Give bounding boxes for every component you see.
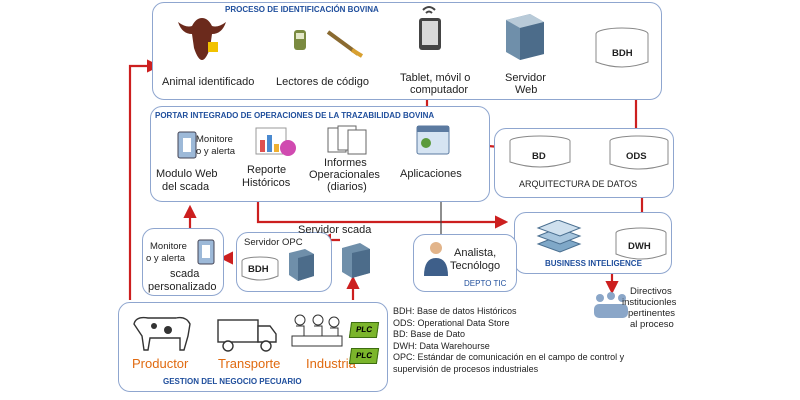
label-servidor-scada: Servidor scada [298,224,372,236]
report-chart-icon [255,127,296,156]
label-monitoreo-web-2: o y alerta [196,146,236,157]
arrow-portar-bi [256,200,509,229]
label-reporte-1: Reporte [247,164,287,176]
label-bdh-top: BDH [612,48,633,59]
database-icon-dwh [615,227,667,260]
database-icon-bd [509,135,571,168]
label-directivos-1: Directivos [630,286,672,297]
legend-item: BDH: Base de datos Históricos [393,306,517,316]
database-icon-ods [609,135,669,170]
label-scada-personalizado-1: scada [170,268,200,280]
label-analista-1: Analista, [454,247,497,259]
label-bdh-opc: BDH [248,264,269,275]
application-window-icon [416,125,450,155]
label-tablet-2: computador [410,84,469,96]
label-monitoreo-scada-2: o y alerta [146,253,186,264]
opc-server-icon [289,249,314,281]
label-servidor-web-2: Web [515,84,538,96]
monitor-alert-icon-web [177,131,197,159]
label-tablet-1: Tablet, móvil o [400,72,471,84]
industry-workers-icon [291,314,343,347]
database-icon-bdh-top [595,27,649,68]
label-monitoreo-scada-1: Monitore [150,241,187,252]
label-servidor-web-1: Servidor [505,72,546,84]
code-reader-icon [294,30,364,58]
legend: BDH: Base de datos Históricos ODS: Opera… [393,306,624,376]
label-dwh: DWH [628,241,651,252]
group-gestion: GESTION DEL NEGOCIO PECUARIO [118,302,388,392]
label-scada-personalizado-2: personalizado [148,281,217,293]
plc-badge-1: PLC [348,322,380,338]
group-title-arquitectura: ARQUITECTURA DE DATOS [519,179,638,189]
legend-item: supervisión de procesos industriales [393,363,539,374]
group-title-proceso: PROCESO DE IDENTIFICACIÓN BOVINA [225,5,379,14]
label-productor: Productor [132,356,189,371]
legend-item: ODS: Operational Data Store [393,317,510,328]
group-title-gestion: GESTION DEL NEGOCIO PECUARIO [163,377,302,386]
label-animal: Animal identificado [162,76,255,88]
label-reporte-2: Históricos [242,177,291,189]
documents-icon [327,125,367,155]
label-modulo-web-2: del scada [162,181,210,193]
group-title-depto: DEPTO TIC [464,279,507,288]
label-directivos-4: al proceso [630,319,674,330]
directors-group-icon [594,292,628,318]
label-lectores: Lectores de código [276,76,369,88]
label-analista-2: Tecnólogo [450,260,501,272]
database-icon-bdh-opc [241,256,279,281]
analyst-person-icon [424,242,448,276]
scada-server-icon [342,243,370,278]
label-bd: BD [532,151,546,162]
group-proceso-identificacion: PROCESO DE IDENTIFICACIÓN BOVINA [152,2,662,100]
transport-truck-icon [217,319,277,352]
arrow-gestion-proceso [128,59,161,300]
label-aplicaciones: Aplicaciones [400,168,462,180]
group-title-portar: PORTAR INTEGRADO DE OPERACIONES DE LA TR… [155,111,435,120]
label-directivos-2: institucionles [622,297,677,308]
web-server-icon [506,14,544,60]
label-industria: Industria [306,356,356,371]
label-informes-1: Informes [324,157,367,169]
label-ods: ODS [626,151,647,162]
tablet-icon [419,6,441,50]
plc-badge-2: PLC [348,348,380,364]
legend-item: OPC: Estándar de comunicación en el camp… [393,352,625,363]
cattle-icon [133,316,191,351]
label-directivos-3: pertinentes [628,308,676,319]
group-title-business: BUSINESS INTELIGENCE [545,259,642,268]
data-layers-icon [536,220,582,253]
legend-item: DWH: Data Warehourse [393,340,490,351]
label-servidor-opc: Servidor OPC [244,237,303,248]
monitor-alert-icon-scada [197,239,215,265]
label-monitoreo-web-1: Monitore [196,134,233,145]
label-modulo-web-1: Modulo Web [156,168,218,180]
label-informes-2: Operacionales [309,169,380,181]
label-informes-3: (diarios) [327,181,367,193]
bull-head-icon [178,18,226,60]
label-transporte: Transporte [218,356,281,371]
legend-item: BD: Base de Dato [393,329,466,340]
